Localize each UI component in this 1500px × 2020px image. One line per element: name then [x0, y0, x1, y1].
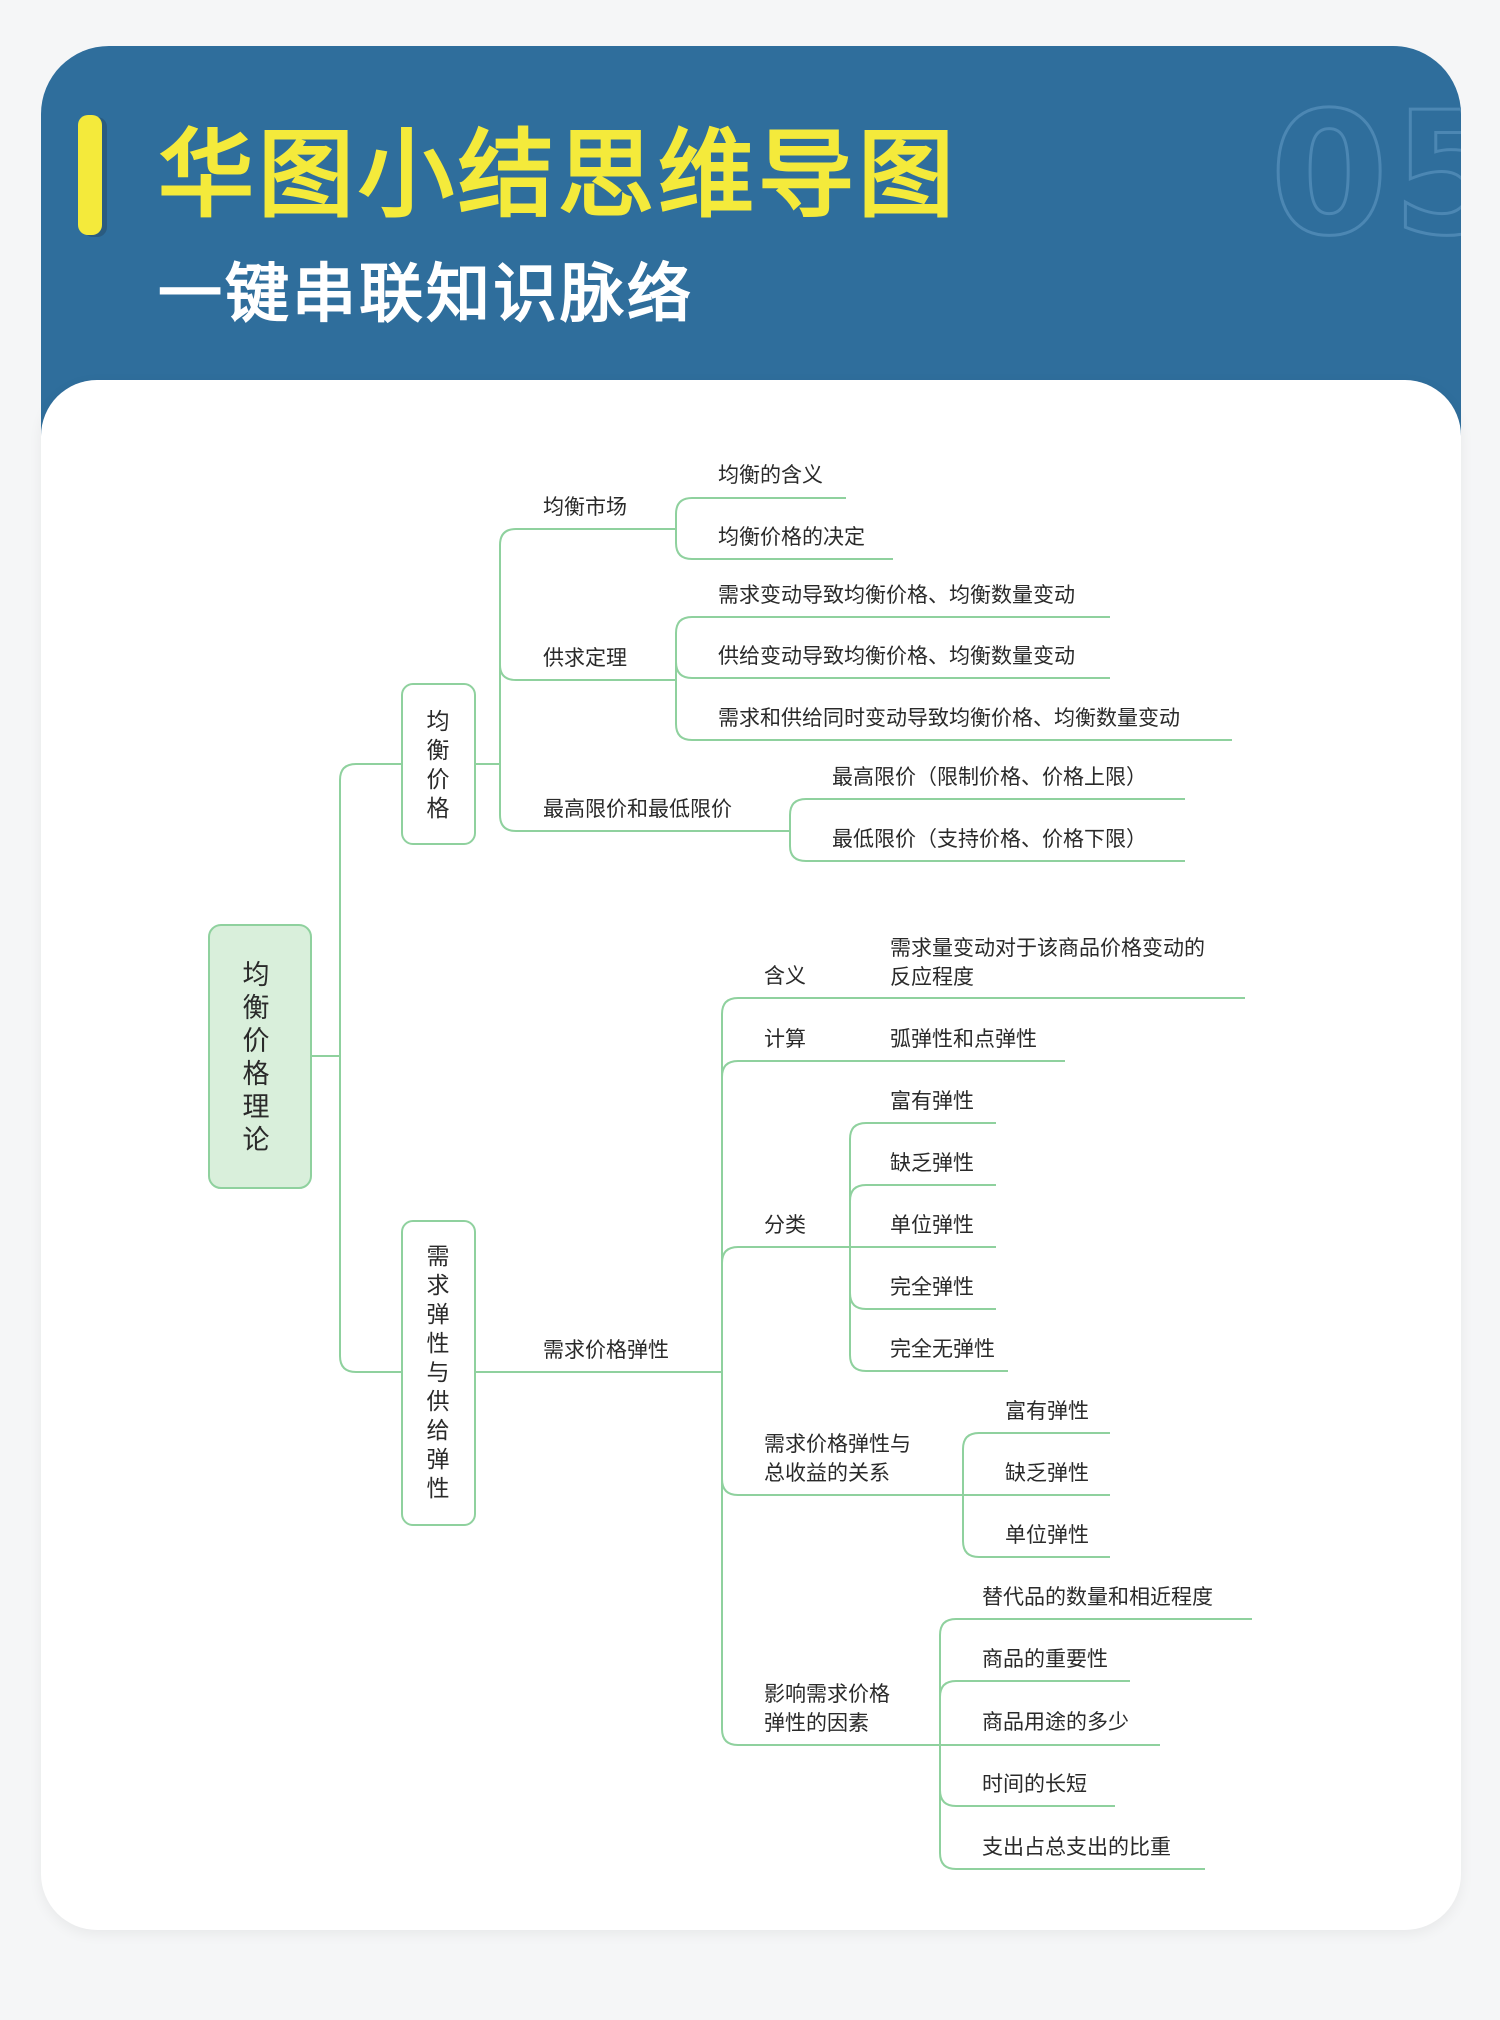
branch-elasticity-char: 性: [427, 1331, 450, 1357]
connector: [675, 680, 1232, 741]
connector: [675, 497, 846, 529]
root-node-char: 论: [243, 1125, 270, 1156]
branch-equilibrium-price-char: 价: [427, 767, 450, 793]
connector: [721, 1060, 1065, 1372]
root-node-char: 价: [243, 1026, 270, 1057]
leaf-classification: 完全弹性: [890, 1275, 974, 1299]
connector: [962, 1495, 1110, 1558]
connector: [849, 1184, 996, 1247]
leaf-limits: 最低限价（支持价格、价格下限）: [832, 827, 1147, 851]
connector: [939, 1745, 1205, 1870]
connector: [475, 528, 676, 765]
branch-equilibrium-price-char: 衡: [427, 738, 450, 764]
leaf-market: 均衡价格的决定: [718, 525, 865, 549]
connector: [339, 1056, 402, 1373]
connector: [939, 1680, 1130, 1745]
node-revenue-relation-line2: 总收益的关系: [764, 1461, 890, 1485]
node-supply-demand-law: 供求定理: [543, 646, 627, 670]
node-calculation: 计算: [764, 1027, 806, 1051]
branch-elasticity-char: 弹: [427, 1302, 450, 1328]
connector: [789, 798, 1185, 831]
leaf-classification: 完全无弹性: [890, 1337, 995, 1361]
leaf-revenue-relation: 单位弹性: [1005, 1523, 1089, 1547]
node-equilibrium-market: 均衡市场: [543, 495, 627, 519]
branch-elasticity-char: 需: [427, 1244, 450, 1270]
page-number: 05: [1270, 85, 1461, 265]
root-node-box: [208, 924, 312, 1189]
branch-equilibrium-price-char: 均: [427, 709, 450, 735]
root-node-char: 格: [243, 1059, 270, 1090]
branch-elasticity-char: 与: [427, 1360, 450, 1386]
leaf-classification: 单位弹性: [890, 1213, 974, 1237]
connector: [721, 1372, 940, 1746]
branch-elasticity-char: 性: [427, 1476, 450, 1502]
node-factors-line1: 影响需求价格: [764, 1682, 890, 1706]
connector: [499, 764, 790, 832]
connector: [721, 1246, 850, 1372]
leaf-classification: 富有弹性: [890, 1089, 974, 1113]
page-subtitle: 一键串联知识脉络: [158, 258, 694, 332]
branch-elasticity-char: 给: [427, 1418, 450, 1444]
leaf-factors: 时间的长短: [982, 1772, 1087, 1796]
connector: [675, 529, 893, 560]
node-meaning: 含义: [764, 964, 806, 988]
leaf-meaning-line1: 需求量变动对于该商品价格变动的: [890, 936, 1205, 960]
connector: [675, 616, 1110, 680]
branch-equilibrium-price-char: 格: [427, 796, 450, 822]
root-node-char: 理: [243, 1092, 270, 1123]
connector: [962, 1432, 1110, 1495]
connector: [499, 664, 676, 764]
leaf-law: 需求变动导致均衡价格、均衡数量变动: [718, 583, 1075, 607]
leaf-revenue-relation: 缺乏弹性: [1005, 1461, 1089, 1485]
node-revenue-relation-line1: 需求价格弹性与: [764, 1432, 911, 1456]
leaf-classification: 缺乏弹性: [890, 1151, 974, 1175]
leaf-meaning-line2: 反应程度: [890, 965, 974, 989]
connector: [675, 661, 1110, 680]
leaf-market: 均衡的含义: [718, 463, 823, 487]
leaf-law: 供给变动导致均衡价格、均衡数量变动: [718, 644, 1075, 668]
node-price-limits: 最高限价和最低限价: [543, 797, 732, 821]
leaf-limits: 最高限价（限制价格、价格上限）: [832, 765, 1147, 789]
leaf-factors: 替代品的数量和相近程度: [982, 1585, 1213, 1609]
leaf-factors: 支出占总支出的比重: [982, 1835, 1171, 1859]
leaf-factors: 商品用途的多少: [982, 1710, 1129, 1734]
connector: [721, 997, 1245, 1372]
branch-elasticity-char: 求: [427, 1273, 450, 1299]
leaf-factors: 商品的重要性: [982, 1647, 1108, 1671]
page-title: 华图小结思维导图: [158, 119, 958, 231]
branch-elasticity-char: 供: [427, 1389, 450, 1415]
node-classification: 分类: [764, 1213, 806, 1237]
node-price-elasticity: 需求价格弹性: [543, 1338, 669, 1362]
connector: [939, 1618, 1252, 1745]
connector: [849, 1247, 1008, 1372]
connector: [789, 831, 1185, 862]
title-accent-bar: [78, 115, 102, 235]
connector: [311, 763, 402, 1057]
leaf-revenue-relation: 富有弹性: [1005, 1399, 1089, 1423]
root-node-char: 均: [243, 960, 270, 991]
branch-elasticity-char: 弹: [427, 1447, 450, 1473]
connector: [849, 1122, 996, 1247]
leaf-law: 需求和供给同时变动导致均衡价格、均衡数量变动: [718, 706, 1180, 730]
leaf-calculation: 弧弹性和点弹性: [890, 1027, 1037, 1051]
node-factors-line2: 弹性的因素: [764, 1711, 869, 1735]
root-node-char: 衡: [243, 993, 270, 1024]
branch-equilibrium-price-box: [401, 683, 476, 845]
branch-elasticity-box: [401, 1220, 476, 1526]
